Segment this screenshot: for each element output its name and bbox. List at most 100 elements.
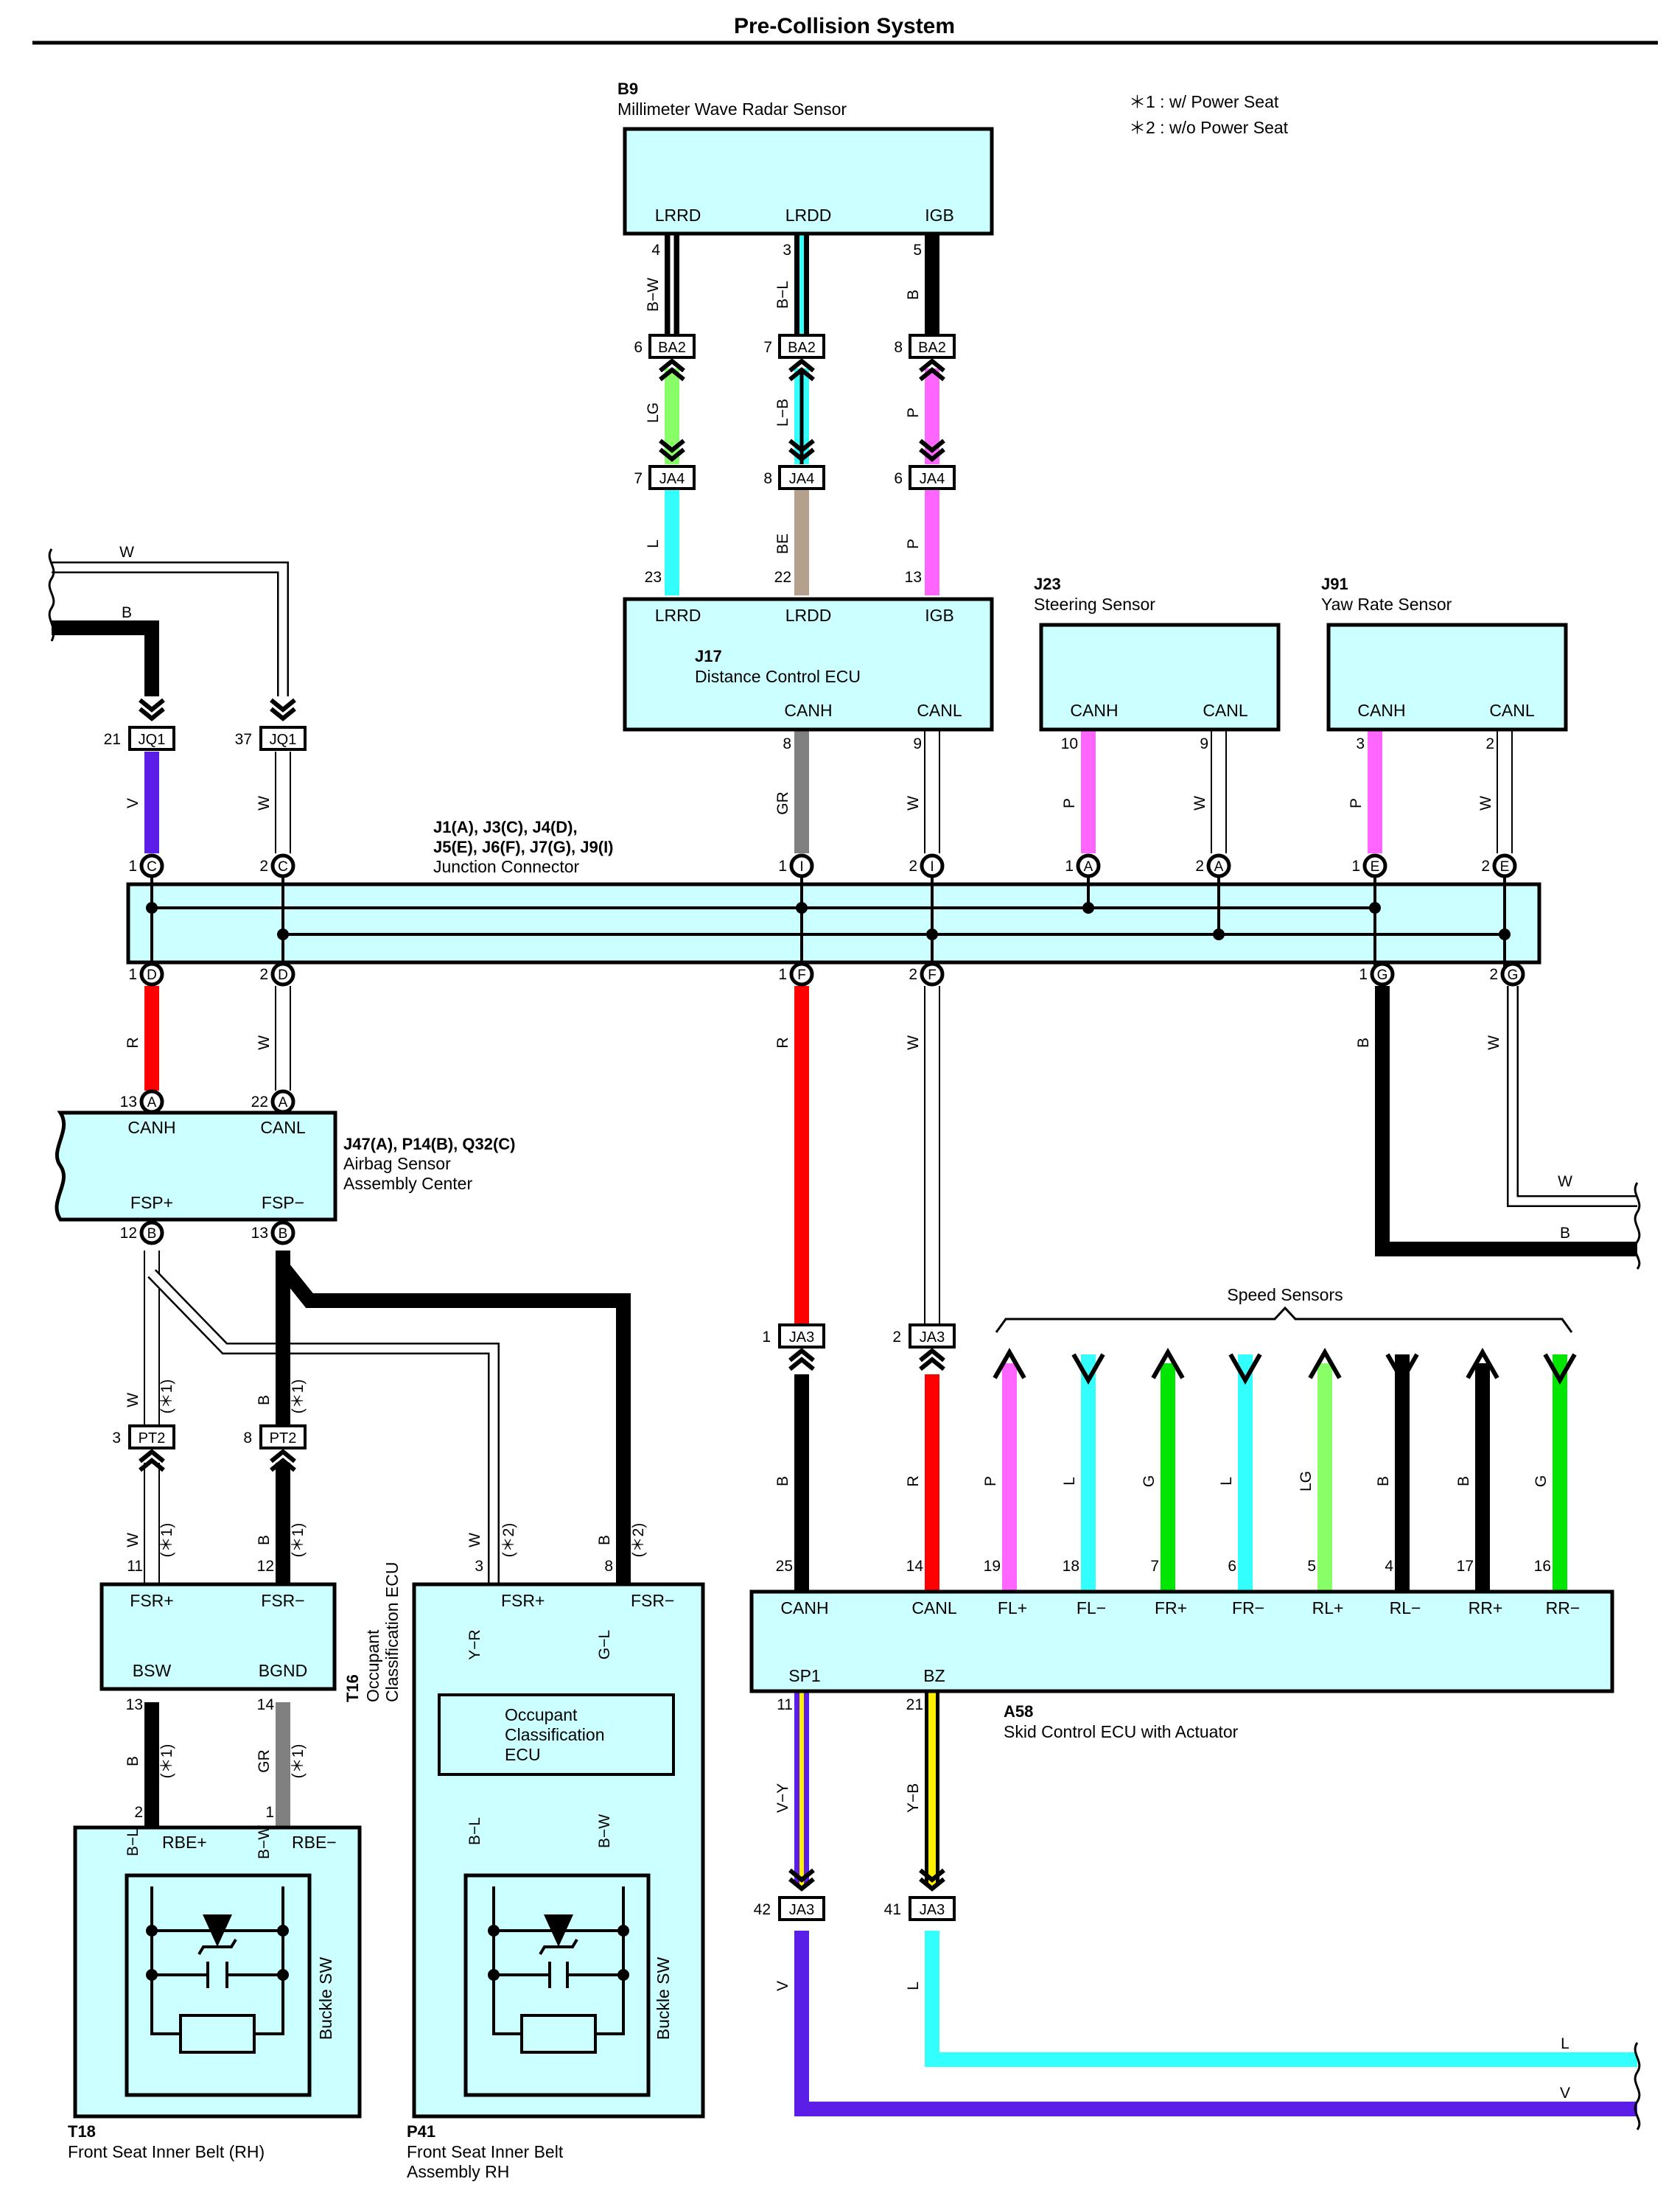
svg-text:Y−R: Y−R: [466, 1629, 483, 1659]
svg-text:JA4: JA4: [920, 471, 945, 487]
t18-buckle-sw-label: Buckle SW: [316, 1956, 335, 2040]
connector-ba2-2: BA2: [778, 334, 825, 382]
svg-text:2: 2: [1489, 966, 1498, 983]
svg-text:B: B: [1560, 1225, 1570, 1242]
connector-jq1-2: JQ1: [259, 698, 307, 751]
wire-v-out: [794, 1931, 1637, 2116]
svg-text:G: G: [1508, 968, 1519, 983]
svg-text:1: 1: [1351, 858, 1360, 875]
airbag-code: J47(A), P14(B), Q32(C): [343, 1135, 516, 1153]
svg-text:(＊1): (＊1): [158, 1379, 175, 1414]
j17-pin-canl: CANL: [917, 701, 962, 720]
j91-name: Yaw Rate Sensor: [1321, 595, 1452, 614]
svg-text:4: 4: [1385, 1558, 1393, 1575]
j91-pin-canl: CANL: [1489, 701, 1535, 720]
svg-text:(＊2): (＊2): [630, 1523, 647, 1558]
svg-text:B−L: B−L: [774, 281, 791, 309]
airbag-pin-fsp-minus: FSP−: [262, 1193, 304, 1212]
arrow-down-fr-minus: [1228, 1353, 1262, 1385]
option-star-labels: (＊1) (＊1) (＊1) (＊1) (＊2) (＊2) (＊1) (＊1): [158, 1379, 647, 1779]
svg-text:BA2: BA2: [658, 340, 686, 356]
svg-text:16: 16: [1534, 1558, 1551, 1575]
diagram-title: Pre-Collision System: [734, 14, 955, 38]
svg-text:W: W: [905, 1035, 922, 1050]
svg-text:(＊1): (＊1): [290, 1379, 307, 1414]
svg-text:JA3: JA3: [789, 1902, 814, 1918]
svg-text:JQ1: JQ1: [270, 732, 297, 748]
break-right-top: [1634, 1182, 1641, 1270]
svg-text:R: R: [774, 1037, 791, 1048]
svg-text:W: W: [1558, 1173, 1572, 1190]
svg-text:7: 7: [1150, 1558, 1159, 1575]
arrow-up-rr-plus: [1466, 1347, 1499, 1379]
svg-text:L: L: [905, 1982, 922, 1990]
connector-ja4-1: JA4: [648, 438, 696, 490]
svg-text:JA3: JA3: [920, 1329, 945, 1346]
t18-code: T18: [68, 2122, 96, 2141]
svg-text:6: 6: [894, 470, 903, 487]
a58-pin-rl-plus: RL+: [1312, 1598, 1344, 1617]
svg-text:D: D: [147, 968, 157, 983]
svg-text:13: 13: [251, 1225, 268, 1242]
t16-box: [412, 1582, 705, 2119]
svg-text:JA3: JA3: [920, 1902, 945, 1918]
svg-text:14: 14: [906, 1558, 924, 1575]
t16-pin-fsr-plus: FSR+: [501, 1591, 545, 1610]
j91-pin-canh: CANH: [1357, 701, 1405, 720]
svg-text:22: 22: [774, 569, 791, 586]
svg-text:L: L: [1061, 1477, 1078, 1486]
svg-text:P: P: [982, 1476, 999, 1486]
svg-text:3: 3: [1356, 735, 1365, 752]
p41-zener-bar: [539, 1938, 578, 1956]
a58-box: [749, 1589, 1614, 1693]
speed-sensors-bracket: [995, 1306, 1573, 1333]
a58-pin-canh: CANH: [780, 1598, 828, 1617]
svg-text:2: 2: [909, 858, 917, 875]
t18-pin-fsr-minus: FSR−: [261, 1591, 304, 1610]
svg-text:I: I: [799, 859, 803, 875]
a58-pin-sp1: SP1: [788, 1666, 820, 1685]
arrow-down-fl-minus: [1071, 1353, 1105, 1385]
svg-text:11: 11: [127, 1558, 143, 1575]
break-left: [48, 548, 55, 642]
svg-text:B: B: [1355, 1038, 1372, 1048]
a58-pin-canl: CANL: [911, 1598, 957, 1617]
svg-text:P: P: [905, 539, 922, 549]
svg-text:E: E: [1500, 859, 1510, 875]
svg-text:LG: LG: [645, 402, 662, 423]
wire-w-to-t16: [147, 1269, 500, 1583]
svg-text:A: A: [147, 1095, 157, 1111]
connector-ja3-3: JA3: [778, 1868, 825, 1921]
t16-inner-ecu-box: [438, 1693, 675, 1776]
svg-text:12: 12: [120, 1225, 137, 1242]
svg-text:37: 37: [235, 731, 252, 748]
p41-code: P41: [407, 2122, 435, 2141]
t18-fsr-box: [99, 1582, 337, 1691]
a58-pin-rr-minus: RR−: [1546, 1598, 1581, 1617]
connector-pt2-2: PT2: [259, 1424, 307, 1472]
connector-ja4-3: JA4: [909, 438, 956, 490]
break-right-bottom: [1634, 2042, 1641, 2130]
t16-inner-ecu-3: ECU: [505, 1745, 541, 1764]
junction-codes-line2: J5(E), J6(F), J7(G), J9(I): [433, 838, 614, 856]
arrow-up-rl-plus: [1308, 1347, 1342, 1379]
svg-text:Y−B: Y−B: [905, 1783, 922, 1813]
svg-text:(＊1): (＊1): [290, 1744, 307, 1779]
svg-text:11: 11: [777, 1696, 793, 1713]
j23-box: [1039, 623, 1281, 732]
svg-text:1: 1: [1359, 966, 1368, 983]
a58-code: A58: [1004, 1702, 1033, 1721]
speed-arrows: [993, 1347, 1577, 1385]
arrow-up-fl-plus: [993, 1347, 1026, 1379]
arrow-down-rr-minus: [1543, 1353, 1577, 1385]
svg-text:V−Y: V−Y: [774, 1783, 791, 1813]
j91-box: [1326, 623, 1568, 732]
p41-buckle-sw-box: [463, 1873, 651, 2097]
svg-text:B−W: B−W: [256, 1825, 273, 1859]
svg-text:1: 1: [128, 966, 137, 983]
a58-pin-bz: BZ: [923, 1666, 945, 1685]
svg-text:JA4: JA4: [789, 471, 814, 487]
j23-name: Steering Sensor: [1034, 595, 1155, 614]
t18-pin-rbe-plus: RBE+: [162, 1833, 207, 1852]
j17-box: [623, 597, 994, 732]
